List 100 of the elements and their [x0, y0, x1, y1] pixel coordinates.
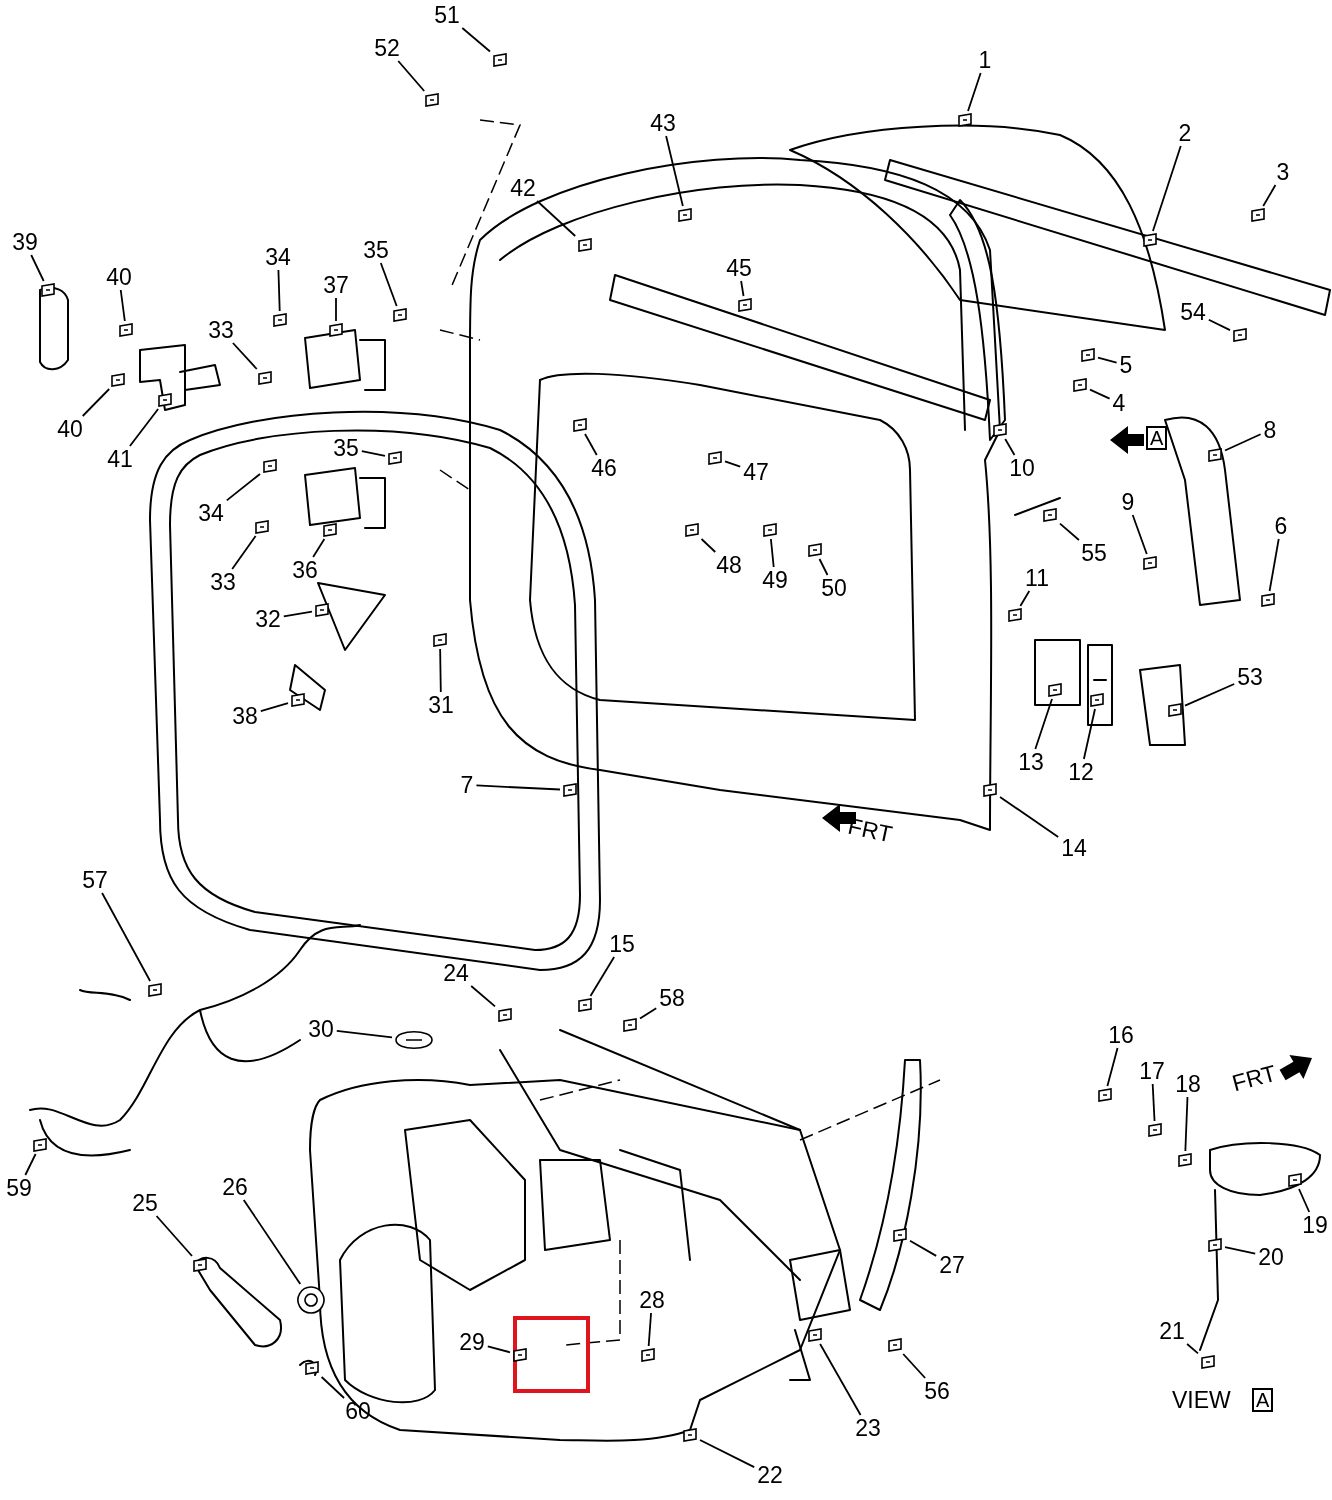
view-marker: A [1252, 1388, 1274, 1412]
callout-number: 13 [1017, 750, 1045, 774]
leader-line [30, 254, 45, 282]
callout-number: 26 [221, 1175, 249, 1199]
leader-line [999, 796, 1060, 838]
callout-number: 17 [1138, 1059, 1166, 1083]
callout-number: 59 [5, 1176, 33, 1200]
leader-line [81, 388, 111, 417]
leader-line [1034, 698, 1053, 750]
part-drawing [1072, 377, 1088, 393]
callout-number: 1 [977, 48, 993, 72]
part-drawing [572, 417, 588, 433]
leader-line [1019, 590, 1031, 607]
leader-line [320, 1376, 345, 1399]
leader-line [461, 27, 491, 53]
part-drawing [677, 207, 693, 223]
leader-line [312, 538, 326, 558]
callout-number: 34 [197, 501, 225, 525]
leader-line [1298, 1188, 1311, 1213]
leader-line [1224, 1246, 1257, 1255]
leader-line [902, 1353, 927, 1379]
leader-line [119, 289, 126, 322]
callout-number: 55 [1080, 541, 1108, 565]
callout-number: 50 [820, 576, 848, 600]
callout-number: 56 [923, 1379, 951, 1403]
leader-line [1262, 184, 1277, 207]
leader-line [1059, 522, 1080, 541]
leader-line [647, 1312, 652, 1347]
callout-number: 24 [442, 961, 470, 985]
leader-line [1151, 1083, 1156, 1122]
part-drawing [737, 297, 753, 313]
part-drawing [304, 1360, 320, 1376]
part-drawing [887, 1337, 903, 1353]
callout-number: 20 [1257, 1245, 1285, 1269]
callout-number: 35 [332, 436, 360, 460]
leader-line [665, 135, 684, 207]
callout-number: 22 [756, 1463, 784, 1487]
part-drawing [192, 1257, 208, 1273]
leader-line [379, 262, 398, 307]
leader-line [335, 1029, 393, 1039]
part-drawing [982, 782, 998, 798]
callout-number: 34 [264, 245, 292, 269]
part-drawing [387, 450, 403, 466]
part-drawing [1042, 507, 1058, 523]
leader-line [231, 535, 257, 570]
part-drawing [1047, 682, 1063, 698]
callout-number: 18 [1174, 1072, 1202, 1096]
part-drawing [1142, 232, 1158, 248]
callout-number: 11 [1024, 566, 1050, 590]
part-drawing [322, 522, 338, 538]
leader-line [397, 60, 426, 92]
part-drawing [1147, 1122, 1163, 1138]
leader-line [819, 1343, 862, 1416]
part-drawing [1232, 327, 1248, 343]
callout-number: 60 [344, 1399, 372, 1423]
part-drawing [157, 392, 173, 408]
callout-number: 57 [81, 868, 109, 892]
part-drawing [492, 52, 508, 68]
leader-line [225, 473, 261, 502]
leader-line [1184, 683, 1236, 707]
part-drawing [1089, 692, 1105, 708]
leader-line [475, 784, 561, 791]
view-label: VIEW [1172, 1388, 1231, 1412]
leader-line [770, 538, 775, 568]
callout-number: 36 [291, 558, 319, 582]
leader-line [584, 433, 598, 456]
leader-line [242, 1199, 302, 1285]
leader-line [486, 1345, 511, 1354]
callout-number: 33 [209, 570, 237, 594]
view-marker: A [1146, 426, 1168, 450]
leader-line [740, 280, 745, 297]
callout-number: 37 [322, 273, 350, 297]
leader-line [589, 956, 615, 997]
callout-number: 9 [1120, 490, 1136, 514]
leader-line [1268, 538, 1280, 592]
leader-line [101, 892, 151, 982]
callout-number: 6 [1273, 514, 1289, 538]
leader-line [155, 1215, 193, 1257]
part-drawing [684, 522, 700, 538]
callout-number: 25 [131, 1191, 159, 1215]
part-drawing [1200, 1354, 1216, 1370]
leader-line [536, 200, 577, 237]
part-drawing [577, 237, 593, 253]
part-drawing [1167, 702, 1183, 718]
leader-line [470, 985, 496, 1008]
callout-number: 30 [307, 1017, 335, 1041]
direction-label: FRT [1229, 1060, 1279, 1096]
callout-number: 42 [509, 176, 537, 200]
callout-number: 31 [427, 693, 455, 717]
callout-number: 40 [105, 265, 133, 289]
leader-line [232, 342, 258, 370]
callout-number: 4 [1111, 391, 1127, 415]
callout-number: 23 [854, 1416, 882, 1440]
part-drawing [1177, 1152, 1193, 1168]
callout-number: 52 [373, 36, 401, 60]
part-drawing [497, 1007, 513, 1023]
callout-number: 39 [11, 230, 39, 254]
part-drawing [1250, 207, 1266, 223]
callout-number: 48 [715, 553, 743, 577]
part-drawing [512, 1347, 528, 1363]
